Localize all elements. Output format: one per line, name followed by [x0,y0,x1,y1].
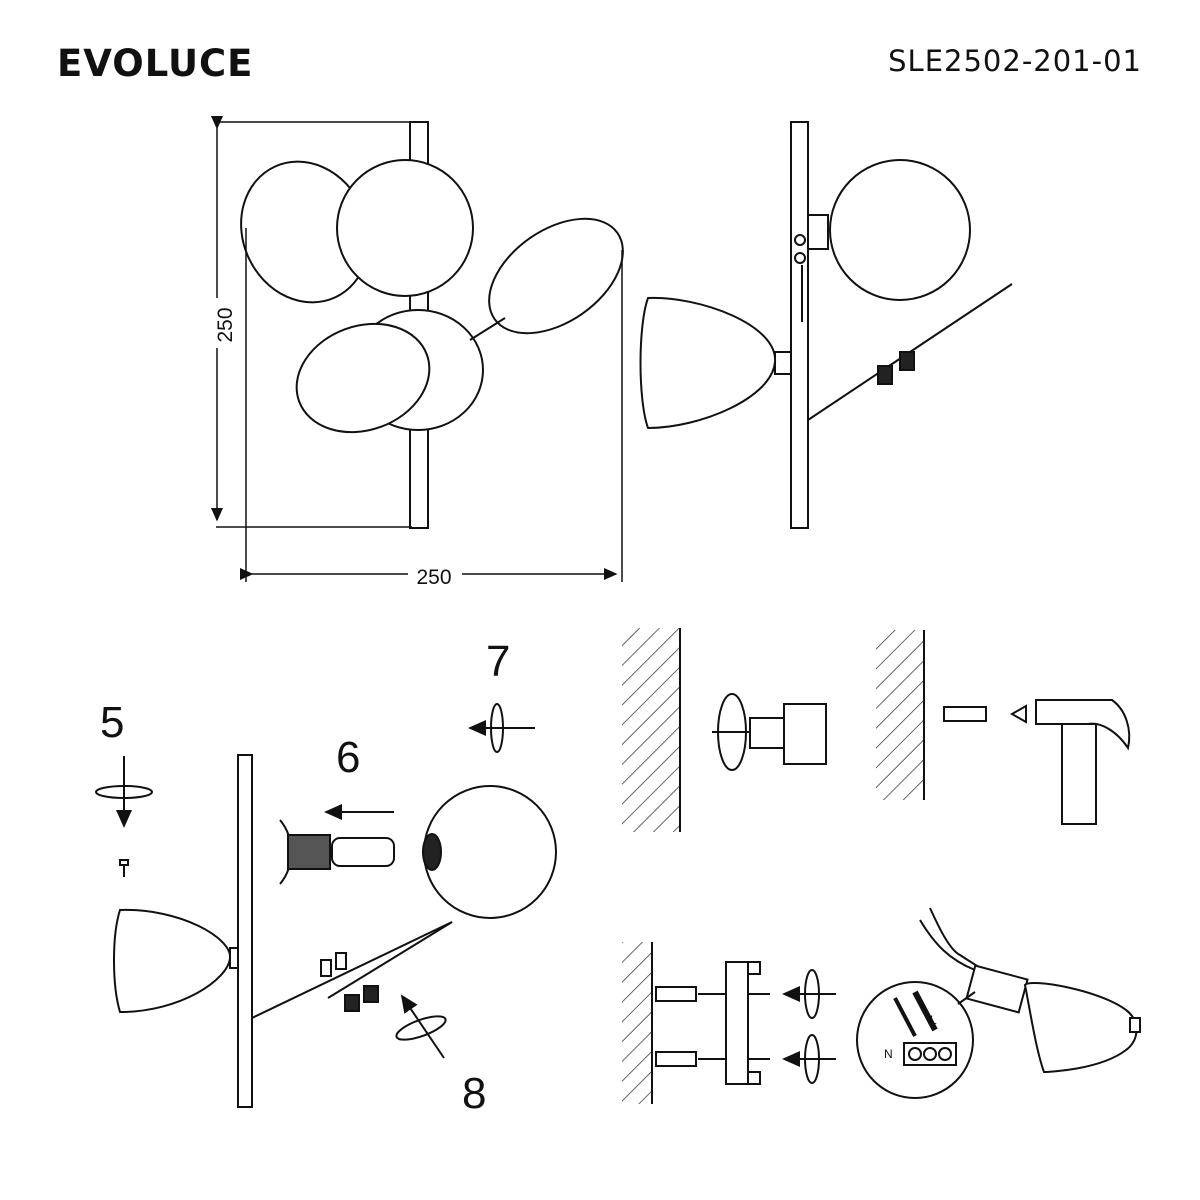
exploded-arm [251,921,453,1019]
step-6-label: 6 [336,733,360,782]
rotate-arrow-icon [490,703,504,753]
front-shade-right [488,217,624,335]
front-globe [336,159,474,297]
exploded-globe [423,785,557,919]
side-backplate [790,121,809,529]
dimension-width: 250 [416,566,451,589]
screw-icon [119,859,129,877]
side-shade [639,296,777,430]
model-number: SLE2502-201-01 [888,44,1142,78]
drill-panel [622,628,827,832]
exploded-backplate [237,754,253,1108]
terminal-zoom-circle [856,981,974,1099]
side-view [639,121,1013,529]
rotate-arrow-icon [95,785,153,799]
step-8-label: 8 [462,1069,486,1118]
bulb-icon [331,837,395,867]
rotate-arrow-icon [395,1015,447,1041]
wall-plug-icon [943,706,987,722]
hammer-handle-icon [1061,723,1097,825]
rotate-arrow-icon [717,693,747,771]
side-globe [829,159,971,301]
step-5-label: 5 [100,698,124,747]
wall-plug-icon [655,986,697,1002]
exploded-shade [113,908,232,1014]
rotate-arrow-icon [804,969,820,1019]
assembly-steps: 5 6 7 8 [95,637,557,1118]
wiring-shade [1023,982,1138,1074]
front-shade-bottom-left [295,322,431,434]
mounting-bracket [725,961,749,1085]
hammer-panel [876,630,1131,825]
push-arrow-icon [1009,704,1027,724]
socket [287,834,331,870]
side-clip-2 [899,351,915,371]
rotate-arrow-icon [804,1034,820,1084]
side-clip-1 [877,365,893,385]
front-view [240,121,624,529]
brand-title: EVOLUCE [57,42,254,85]
drill-chuck [749,717,785,749]
drill-body-icon [783,703,827,765]
live-terminal-label: L [930,1013,937,1027]
up-arrow [400,994,445,1059]
wiring-panel: N L [856,907,1141,1099]
dimension-height: 250 [214,307,237,342]
front-arm [469,317,506,341]
step-7-label: 7 [486,637,510,686]
terminal-block [965,964,1029,1014]
bracket-panel [622,942,836,1104]
wall-plug-icon [655,1051,697,1067]
exploded-lamp [113,754,557,1108]
neutral-terminal-label: N [884,1047,893,1061]
